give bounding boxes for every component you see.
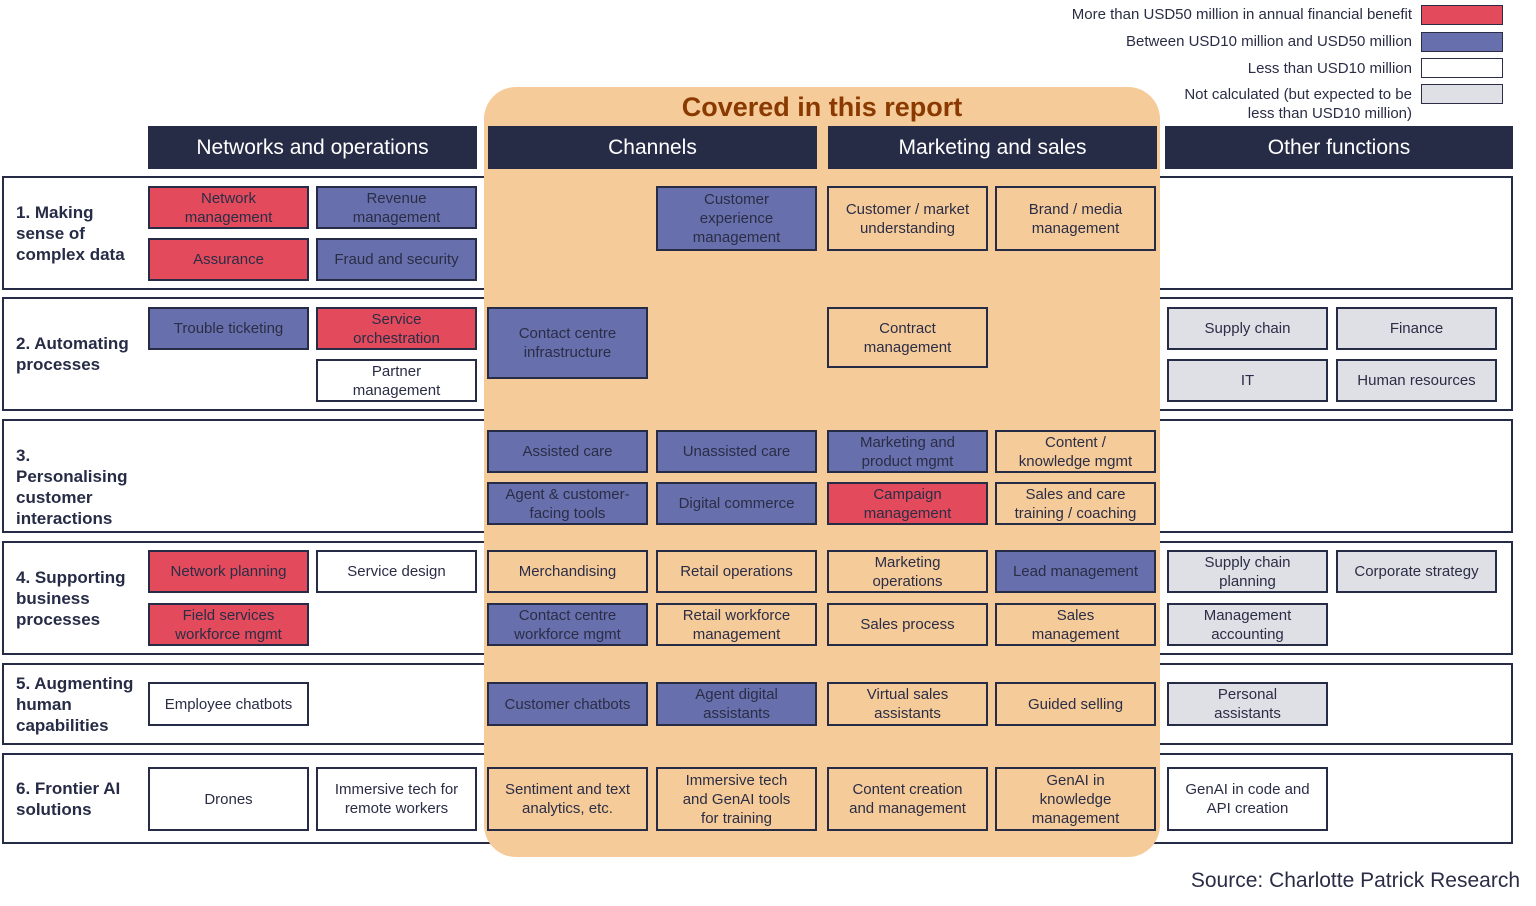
use-case-cell: Assisted care <box>487 430 648 473</box>
use-case-cell: Finance <box>1336 307 1497 350</box>
use-case-cell: Corporate strategy <box>1336 550 1497 593</box>
use-case-cell: Supply chain <box>1167 307 1328 350</box>
source-note: Source: Charlotte Patrick Research <box>1190 869 1520 892</box>
column-header: Marketing and sales <box>828 126 1157 169</box>
legend-swatch <box>1421 84 1503 104</box>
legend-swatch <box>1421 58 1503 78</box>
column-header: Networks and operations <box>148 126 477 169</box>
use-case-cell: Digital commerce <box>656 482 817 525</box>
use-case-cell: Merchandising <box>487 550 648 593</box>
use-case-cell: Retail operations <box>656 550 817 593</box>
use-case-cell: Agent & customer-facing tools <box>487 482 648 525</box>
covered-title: Covered in this report <box>681 92 963 122</box>
use-case-cell: Drones <box>148 767 309 831</box>
legend-label: More than USD50 million in annual financ… <box>1071 6 1412 23</box>
use-case-cell: IT <box>1167 359 1328 402</box>
column-header: Channels <box>488 126 817 169</box>
legend-label: Less than USD10 million <box>1247 60 1412 77</box>
legend-swatch <box>1421 5 1503 25</box>
use-case-cell: Service design <box>316 550 477 593</box>
legend-swatch <box>1421 32 1503 52</box>
use-case-cell: Sales process <box>827 603 988 646</box>
use-case-cell: Unassisted care <box>656 430 817 473</box>
use-case-cell: Customer chatbots <box>487 682 648 726</box>
use-case-cell: Guided selling <box>995 682 1156 726</box>
legend-label: Between USD10 million and USD50 million <box>1126 33 1412 50</box>
use-case-cell: Network planning <box>148 550 309 593</box>
column-header: Other functions <box>1165 126 1513 169</box>
use-case-cell: Human resources <box>1336 359 1497 402</box>
use-case-cell: Fraud and security <box>316 238 477 281</box>
use-case-cell: Assurance <box>148 238 309 281</box>
use-case-cell: Trouble ticketing <box>148 307 309 350</box>
use-case-cell: Lead management <box>995 550 1156 593</box>
use-case-cell: Employee chatbots <box>148 682 309 726</box>
use-case-cell: Content /knowledge mgmt <box>995 430 1156 473</box>
